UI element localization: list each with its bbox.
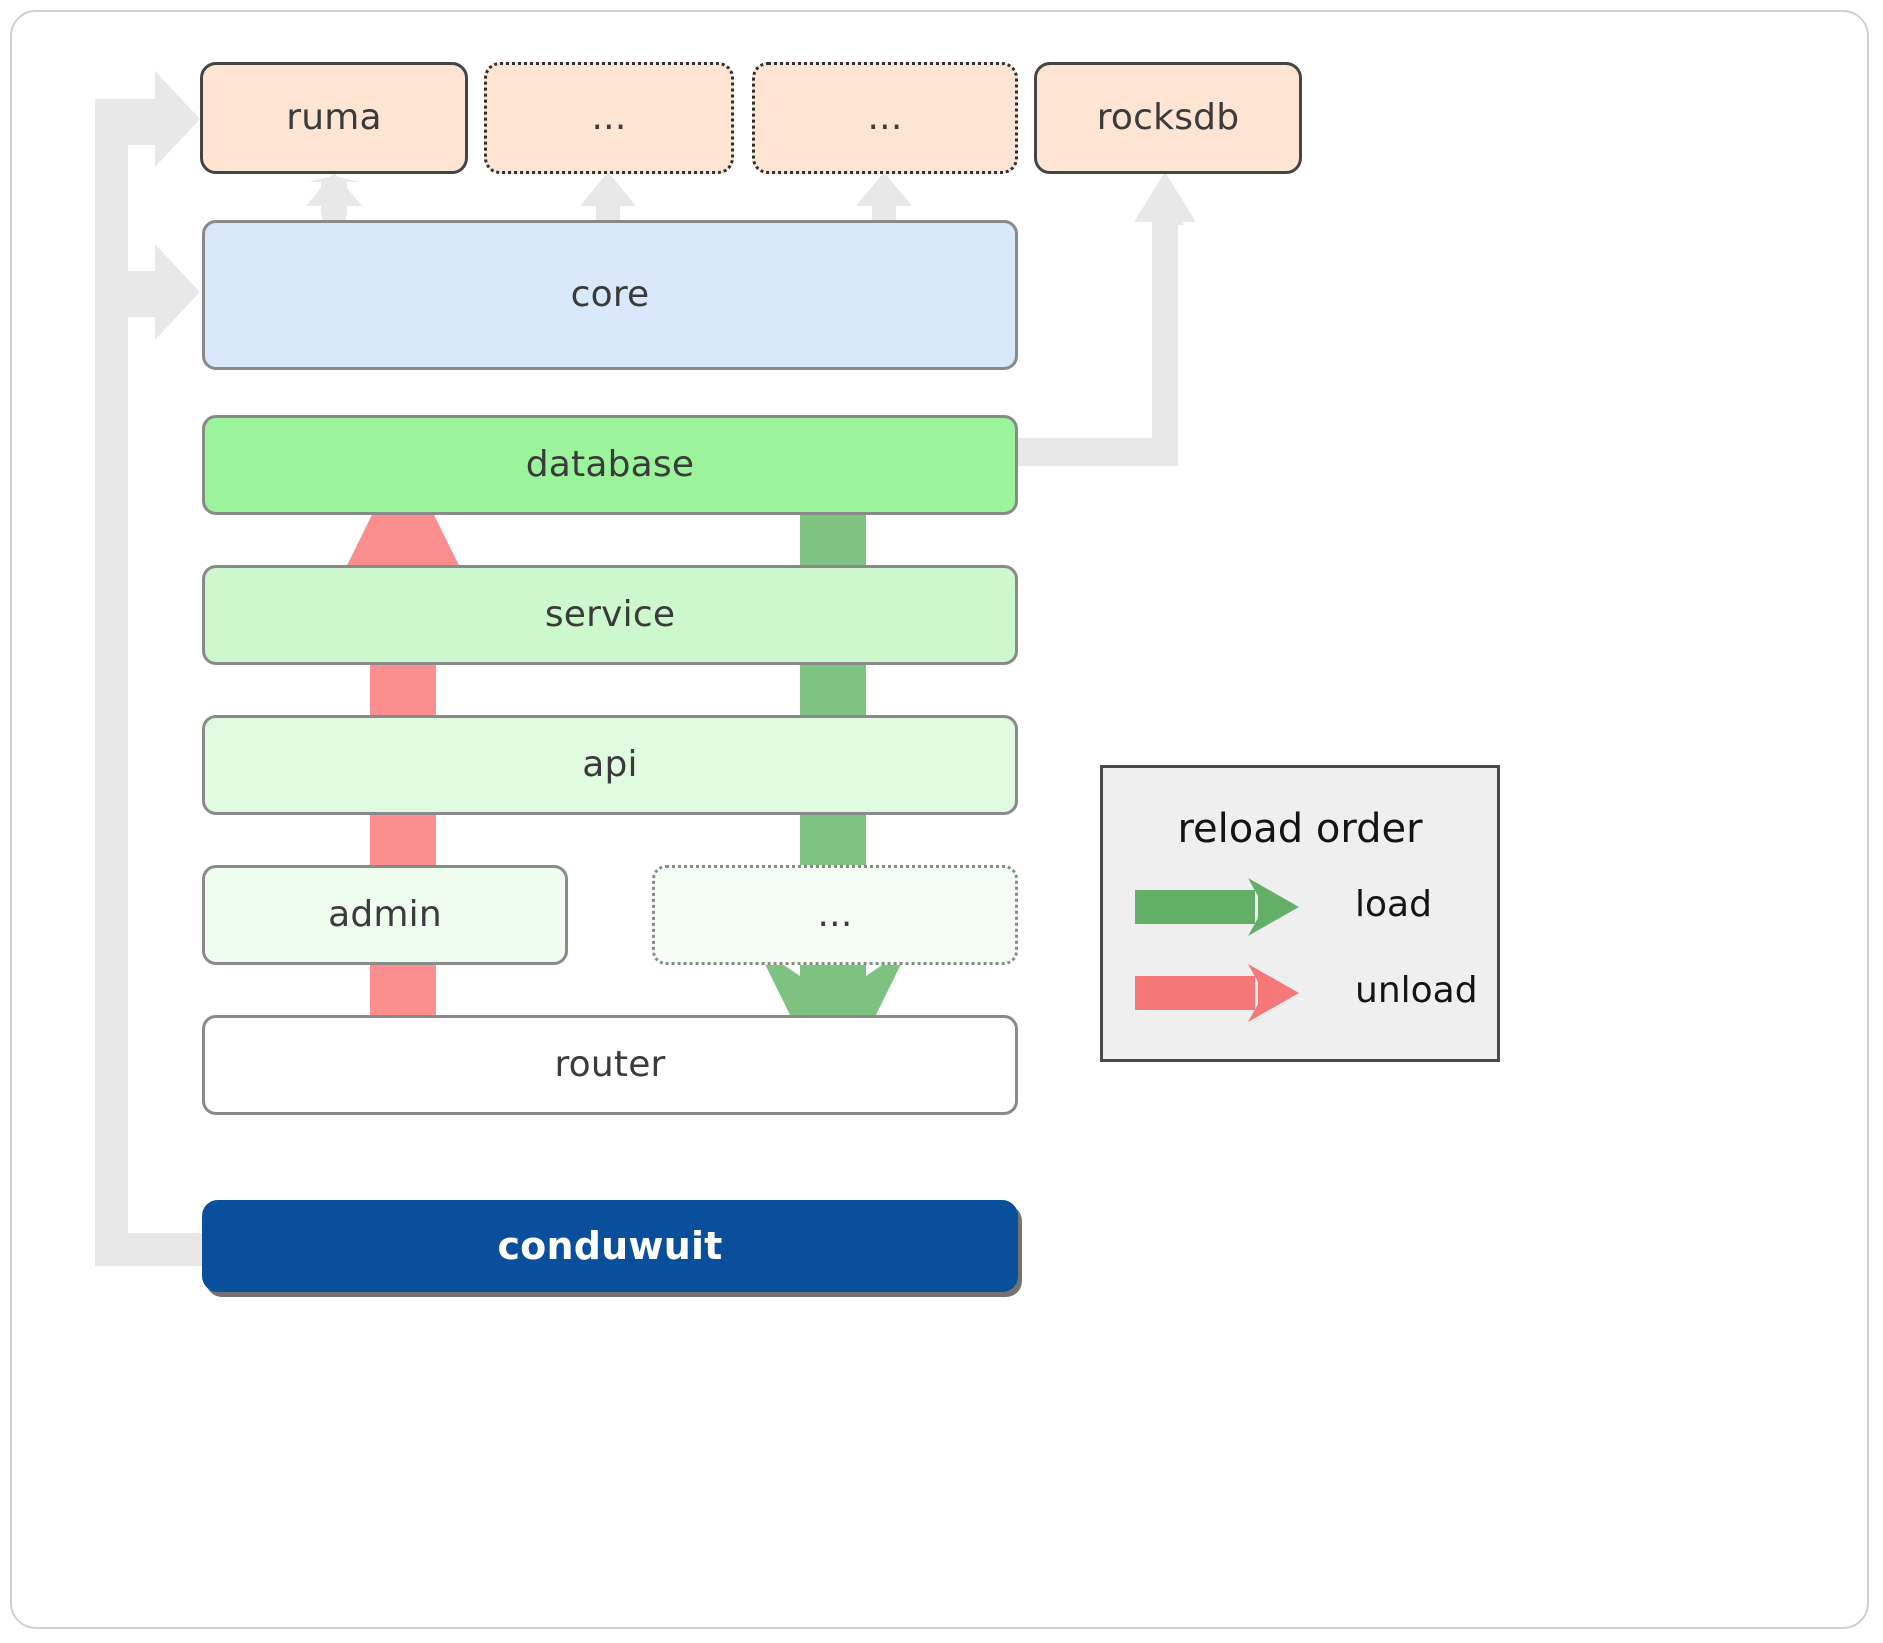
node-router-label: router — [554, 1044, 666, 1085]
node-api-label: api — [582, 744, 638, 785]
node-dep-placeholder-2[interactable]: ... — [752, 62, 1018, 174]
node-dep-placeholder-1-label: ... — [591, 97, 627, 138]
node-conduwuit-label: conduwuit — [497, 1224, 723, 1268]
legend-unload-label: unload — [1355, 970, 1478, 1011]
node-dep-placeholder-2-label: ... — [867, 97, 903, 138]
node-rocksdb-label: rocksdb — [1096, 97, 1240, 138]
node-service[interactable]: service — [202, 565, 1018, 665]
node-core[interactable]: core — [202, 220, 1018, 370]
node-admin-label: admin — [328, 894, 442, 935]
node-service-label: service — [544, 594, 676, 635]
node-admin[interactable]: admin — [202, 865, 568, 965]
legend-panel: reload order load unload — [1100, 765, 1500, 1062]
node-conduwuit[interactable]: conduwuit — [202, 1200, 1018, 1292]
legend-arrows — [1135, 878, 1299, 1022]
node-database-label: database — [525, 444, 695, 485]
node-ruma[interactable]: ruma — [200, 62, 468, 174]
node-dep-placeholder-1[interactable]: ... — [484, 62, 734, 174]
legend-unload-arrow — [1135, 964, 1299, 1022]
node-database[interactable]: database — [202, 415, 1018, 515]
node-layer-placeholder-label: ... — [817, 894, 853, 935]
node-layer-placeholder[interactable]: ... — [652, 865, 1018, 965]
node-core-label: core — [570, 274, 650, 315]
node-rocksdb[interactable]: rocksdb — [1034, 62, 1302, 174]
node-api[interactable]: api — [202, 715, 1018, 815]
legend-title: reload order — [1177, 806, 1423, 852]
legend-load-label: load — [1355, 884, 1432, 925]
node-router[interactable]: router — [202, 1015, 1018, 1115]
node-ruma-label: ruma — [286, 97, 382, 138]
legend-load-arrow — [1135, 878, 1299, 936]
